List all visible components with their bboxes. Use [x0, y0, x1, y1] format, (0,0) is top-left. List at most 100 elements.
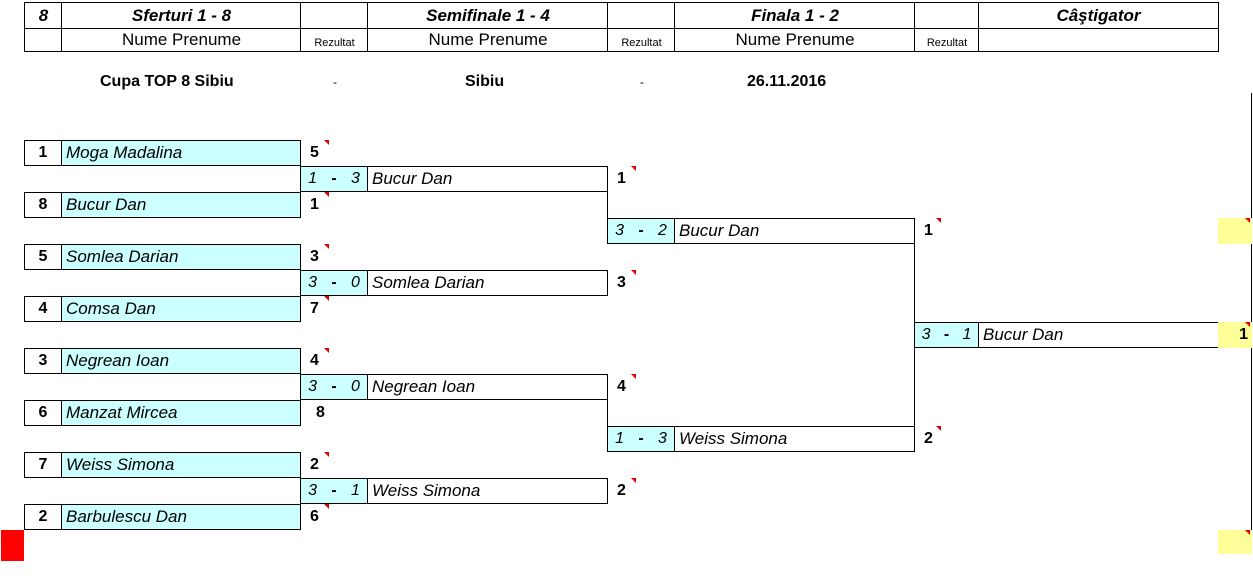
final-player-1[interactable]: Bucur Dan [674, 218, 915, 244]
draw-size-cell: 8 [24, 2, 62, 29]
qf-seed-1: 1 [24, 140, 62, 166]
sf-result-2-dash: - [331, 274, 337, 291]
sf-score-1[interactable]: 1 [617, 166, 626, 192]
sf-score-4[interactable]: 2 [617, 478, 626, 504]
header-round1: Sferturi 1 - 8 [61, 2, 301, 29]
final-score-2-value: 2 [924, 430, 933, 447]
comment-marker [324, 348, 329, 353]
sf-score-4-value: 2 [617, 482, 626, 499]
sf-result-1-b: 3 [350, 170, 360, 187]
sf-player-3[interactable]: Negrean Ioan [367, 374, 608, 400]
tournament-date: 26.11.2016 [747, 73, 827, 90]
final-player-1-name: Bucur Dan [679, 221, 760, 240]
comment-marker [324, 192, 329, 197]
qf-score-2[interactable]: 1 [310, 192, 319, 218]
comment-marker [631, 478, 636, 483]
draw-size-label: 8 [38, 5, 49, 25]
final-result-2-a: 1 [615, 430, 625, 447]
qf-score-7-value: 2 [310, 456, 319, 473]
sf-score-2[interactable]: 3 [617, 270, 626, 296]
qf-seed-3-label: 5 [38, 248, 48, 265]
subheader-name-2-label: Nume Prenume [428, 30, 548, 49]
qf-seed-3: 5 [24, 244, 62, 270]
qf-score-5[interactable]: 4 [310, 348, 319, 374]
qf-score-6[interactable]: 8 [316, 400, 325, 426]
sf-result-3-b: 0 [350, 378, 360, 395]
winner-player[interactable]: Bucur Dan [978, 322, 1219, 348]
final-result-2[interactable]: 1 - 3 [607, 426, 675, 452]
sf-result-2[interactable]: 3 - 0 [300, 270, 368, 296]
qf-player-3[interactable]: Somlea Darian [61, 244, 301, 270]
final-score-1[interactable]: 1 [924, 218, 933, 244]
qf-player-8-name: Barbulescu Dan [66, 507, 187, 526]
final-player-2[interactable]: Weiss Simona [674, 426, 915, 452]
final-result-2-dash: - [638, 430, 644, 447]
qf-player-8[interactable]: Barbulescu Dan [61, 504, 301, 530]
qf-seed-7-label: 7 [38, 456, 48, 473]
sf-player-2[interactable]: Somlea Darian [367, 270, 608, 296]
qf-player-5-name: Negrean Ioan [66, 351, 170, 370]
sf-score-1-value: 1 [617, 170, 626, 187]
comment-marker [324, 296, 329, 301]
qf-seed-6: 6 [24, 400, 62, 426]
qf-player-5[interactable]: Negrean Ioan [61, 348, 301, 374]
sf-result-3-a: 3 [308, 378, 318, 395]
red-marker-cell[interactable] [1, 530, 24, 561]
qf-seed-8: 2 [24, 504, 62, 530]
qf-score-3[interactable]: 3 [310, 244, 319, 270]
winner-result-a: 3 [921, 326, 931, 343]
sf-score-3-value: 4 [617, 378, 626, 395]
info-separator-2: - [640, 75, 644, 89]
subheader-name-2: Nume Prenume [367, 28, 608, 52]
sf-result-3-dash: - [331, 378, 337, 395]
qf-player-4[interactable]: Comsa Dan [61, 296, 301, 322]
sf-result-4[interactable]: 3 - 1 [300, 478, 368, 504]
bracket-connector [607, 478, 608, 504]
subheader-name-1: Nume Prenume [61, 28, 301, 52]
qf-score-2-value: 1 [310, 196, 319, 213]
final-score-2[interactable]: 2 [924, 426, 933, 452]
sf-result-1[interactable]: 1 - 3 [300, 166, 368, 192]
qf-score-8[interactable]: 6 [310, 504, 319, 530]
sf-result-4-b: 1 [350, 482, 360, 499]
subheader-result-1: Rezultat [300, 28, 368, 52]
final-result-1[interactable]: 3 - 2 [607, 218, 675, 244]
qf-score-7[interactable]: 2 [310, 452, 319, 478]
winner-result[interactable]: 3 - 1 [914, 322, 979, 348]
comment-marker [631, 166, 636, 171]
qf-player-2[interactable]: Bucur Dan [61, 192, 301, 218]
comment-marker [1245, 322, 1250, 327]
qf-player-6[interactable]: Manzat Mircea [61, 400, 301, 426]
subheader-name-3: Nume Prenume [674, 28, 915, 52]
header-round2-label: Semifinale 1 - 4 [426, 5, 550, 25]
comment-marker [936, 426, 941, 431]
header-round3-label: Finala 1 - 2 [751, 5, 839, 25]
sf-player-4[interactable]: Weiss Simona [367, 478, 608, 504]
final-result-2-b: 3 [657, 430, 667, 447]
sf-player-1[interactable]: Bucur Dan [367, 166, 608, 192]
qf-seed-4: 4 [24, 296, 62, 322]
qf-player-7-name: Weiss Simona [66, 455, 175, 474]
header-round3: Finala 1 - 2 [674, 2, 915, 29]
sf-score-2-value: 3 [617, 274, 626, 291]
qf-seed-5-label: 3 [38, 352, 48, 369]
sf-result-2-a: 3 [308, 274, 318, 291]
qf-seed-7: 7 [24, 452, 62, 478]
final-result-1-a: 3 [615, 222, 625, 239]
qf-score-4[interactable]: 7 [310, 296, 319, 322]
comment-marker [1245, 530, 1250, 535]
winner-score[interactable]: 1 [1218, 322, 1252, 348]
comment-marker [324, 504, 329, 509]
comment-marker [1245, 218, 1250, 223]
sf-score-3[interactable]: 4 [617, 374, 626, 400]
sf-result-3[interactable]: 3 - 0 [300, 374, 368, 400]
sf-result-1-dash: - [331, 170, 337, 187]
qf-player-7[interactable]: Weiss Simona [61, 452, 301, 478]
qf-score-6-value: 8 [316, 404, 325, 421]
qf-score-1[interactable]: 5 [310, 140, 319, 166]
qf-player-6-name: Manzat Mircea [66, 403, 178, 422]
qf-player-1[interactable]: Moga Madalina [61, 140, 301, 166]
qf-score-1-value: 5 [310, 144, 319, 161]
tournament-city: Sibiu [465, 73, 505, 90]
final-result-1-b: 2 [657, 222, 667, 239]
